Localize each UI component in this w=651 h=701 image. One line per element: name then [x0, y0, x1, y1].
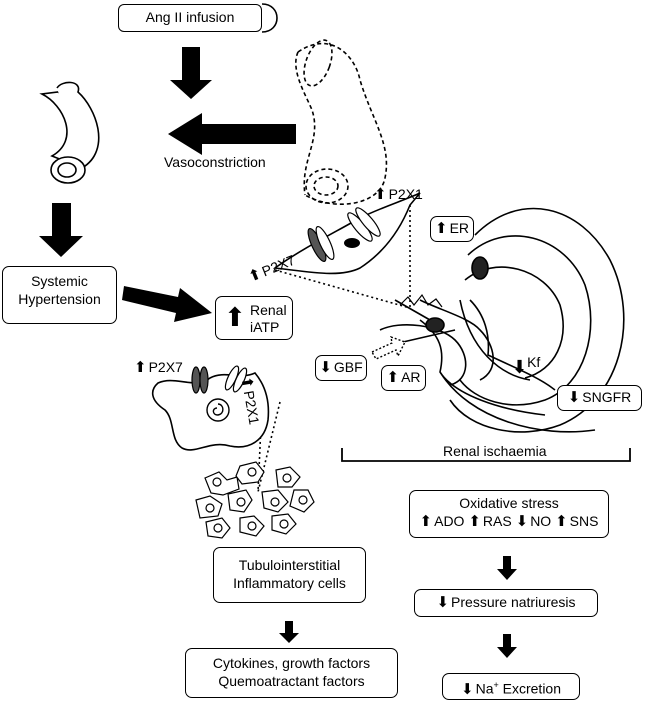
tubulointerstitial-box: Tubulointerstitial Inflammatory cells: [213, 547, 366, 603]
renal-ischaemia-bracket: [341, 448, 631, 462]
blood-vessel-icon: [39, 81, 100, 184]
nephron-icon: [379, 207, 625, 433]
systemic-hypertension-line2: Hypertension: [18, 291, 101, 307]
arrow-oxidative-down: [497, 556, 517, 580]
renal-iatp-box: ⬆ Renal iATP: [215, 296, 293, 340]
oxidative-stress-title: Oxidative stress: [459, 495, 559, 511]
up-arrow-icon: ⬆: [224, 302, 246, 332]
tubulointerstitial-line2: Inflammatory cells: [233, 575, 346, 591]
p2x1-top-label: P2X1: [374, 186, 423, 203]
cytokines-line2: Quemoatractant factors: [218, 673, 365, 689]
gbf-box: GBF: [315, 355, 367, 381]
arrow-vasoconstriction-left: [168, 113, 296, 155]
no-marker: NO: [516, 512, 551, 531]
smooth-muscle-cell-icon: [272, 192, 421, 275]
arrow-ar-dashed: [371, 335, 406, 360]
pill-capsule-icon: [261, 3, 278, 33]
renal-iatp-line2: iATP: [250, 319, 280, 335]
systemic-hypertension-box: Systemic Hypertension: [2, 266, 117, 324]
dilated-vessel-icon: [295, 39, 388, 206]
oxidative-markers: ADO RAS NO SNS: [410, 512, 608, 531]
er-box: ER: [430, 216, 474, 242]
arrow-ang-down: [170, 47, 212, 99]
ang-infusion-box: Ang II infusion: [118, 4, 262, 32]
cytokines-box: Cytokines, growth factors Quemoatractant…: [185, 648, 398, 698]
renal-iatp-line1: Renal: [250, 302, 287, 318]
oxidative-stress-box: Oxidative stress ADO RAS NO SNS: [409, 490, 609, 538]
down-arrow-icon: ⬇: [512, 357, 528, 377]
ang-infusion-label: Ang II infusion: [145, 9, 235, 25]
pressure-natriuresis-box: Pressure natriuresis: [414, 589, 598, 617]
sngfr-box: SNGFR: [557, 385, 642, 411]
vasoconstriction-label: Vasoconstriction: [164, 154, 266, 170]
arrow-hypertension-to-iatp: [122, 286, 212, 322]
ras-marker: RAS: [468, 512, 512, 531]
cytokines-line1: Cytokines, growth factors: [212, 655, 371, 671]
inflammatory-cells-icon: [195, 461, 315, 539]
na-excretion-box: Na+ Excretion: [442, 673, 580, 700]
systemic-hypertension-line1: Systemic: [31, 273, 88, 289]
arrow-vessel-down: [39, 203, 83, 257]
arrow-tubulo-down: [279, 621, 299, 643]
renal-ischaemia-label: Renal ischaemia: [443, 443, 547, 459]
p2x7-cell-label: P2X7: [134, 359, 183, 376]
ado-marker: ADO: [420, 512, 464, 531]
tubulointerstitial-line1: Tubulointerstitial: [238, 557, 341, 573]
sns-marker: SNS: [555, 512, 599, 531]
ar-box: AR: [381, 365, 426, 391]
kf-label: ⬇Kf: [512, 354, 541, 377]
arrow-natriuresis-down: [497, 634, 517, 658]
